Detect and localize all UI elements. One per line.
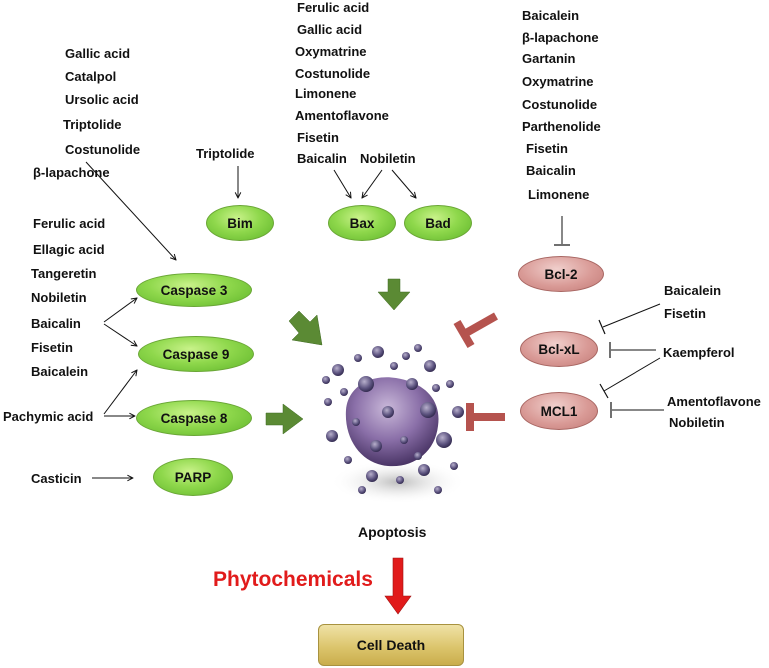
arrow-pachymic-to-caspase9	[103, 370, 137, 415]
inhibit-bclxl-bar-a	[598, 319, 606, 335]
compound-label: Costunolide	[295, 66, 371, 81]
mcl1-node: MCL1	[520, 392, 598, 430]
red-inhibit-bcl2-stem	[464, 312, 498, 337]
compound-label: Baicalein	[522, 8, 580, 23]
compound-label: Costunolide	[522, 97, 598, 112]
inhibit-bclxl-from-baicalein	[602, 303, 661, 328]
caspase3-node: Caspase 3	[136, 273, 252, 307]
bim-node: Bim	[206, 205, 274, 241]
bcl2-node: Bcl-2	[518, 256, 604, 292]
arrow-top-list-to-caspase3	[85, 161, 176, 260]
compound-label: Ursolic acid	[65, 92, 139, 107]
compound-label: Parthenolide	[522, 119, 601, 134]
red-arrow-to-cell-death	[384, 557, 412, 615]
green-arrow-to-cell-right	[265, 403, 304, 435]
compound-label: Gallic acid	[65, 46, 131, 61]
bax-node: Bax	[328, 205, 396, 241]
arrow-baicalin-to-caspase3	[103, 298, 137, 323]
compound-label: Fisetin	[297, 130, 339, 145]
compound-label: Tangeretin	[31, 266, 97, 281]
cell-death-box: Cell Death	[318, 624, 464, 666]
arrow-nobiletin-to-bad	[391, 169, 416, 198]
compound-label: Baicalein	[31, 364, 89, 379]
compound-label: Amentoflavone	[295, 108, 389, 123]
compound-label: β-lapachone	[522, 30, 599, 45]
bclxl-node: Bcl-xL	[520, 331, 598, 367]
red-inhibit-bcl2-bar	[453, 319, 475, 349]
compound-label: Costunolide	[65, 142, 141, 157]
inhibit-kaempferol-to-mcl1	[603, 357, 661, 392]
apoptotic-cell-image	[322, 344, 466, 504]
caspase9-node: Caspase 9	[138, 336, 254, 372]
compound-label: Fisetin	[664, 306, 706, 321]
compound-label: Ferulic acid	[33, 216, 106, 231]
kaempferol-label: Kaempferol	[663, 345, 735, 360]
compound-label: Gallic acid	[297, 22, 363, 37]
compound-label: Nobiletin	[31, 290, 87, 305]
pachymic-acid-label: Pachymic acid	[3, 409, 94, 424]
phytochemicals-label: Phytochemicals	[213, 568, 373, 591]
compound-label: Baicalein	[664, 283, 722, 298]
nobiletin-label: Nobiletin	[360, 151, 416, 166]
compound-label: Fisetin	[526, 141, 568, 156]
triptolide-label: Triptolide	[196, 146, 255, 161]
compound-label: Baicalin	[297, 151, 347, 166]
compound-label: Fisetin	[31, 340, 73, 355]
green-arrow-to-cell-down	[377, 278, 411, 311]
compound-label: Baicalin	[526, 163, 576, 178]
compound-label: Limonene	[295, 86, 357, 101]
compound-label: Gartanin	[522, 51, 576, 66]
compound-label: β-lapachone	[33, 165, 110, 180]
compound-label: Catalpol	[65, 69, 117, 84]
compound-label: Amentoflavone	[667, 394, 761, 409]
arrow-baicalin-to-bax	[333, 169, 351, 198]
caspase8-node: Caspase 8	[136, 400, 252, 436]
parp-node: PARP	[153, 458, 233, 496]
compound-label: Ferulic acid	[297, 0, 370, 15]
compound-label: Baicalin	[31, 316, 81, 331]
apoptosis-label: Apoptosis	[358, 524, 427, 540]
casticin-label: Casticin	[31, 471, 82, 486]
arrow-nobiletin-to-bax	[362, 169, 383, 198]
bad-node: Bad	[404, 205, 472, 241]
green-arrow-to-cell-diagonal	[288, 310, 323, 346]
compound-label: Oxymatrine	[522, 74, 594, 89]
compound-label: Ellagic acid	[33, 242, 105, 257]
compound-label: Nobiletin	[669, 415, 725, 430]
arrow-baicalin-to-caspase9	[103, 323, 137, 346]
compound-label: Oxymatrine	[295, 44, 367, 59]
inhibit-mcl1-bar-a	[599, 383, 609, 399]
compound-label: Limonene	[528, 187, 590, 202]
compound-label: Triptolide	[63, 117, 122, 132]
